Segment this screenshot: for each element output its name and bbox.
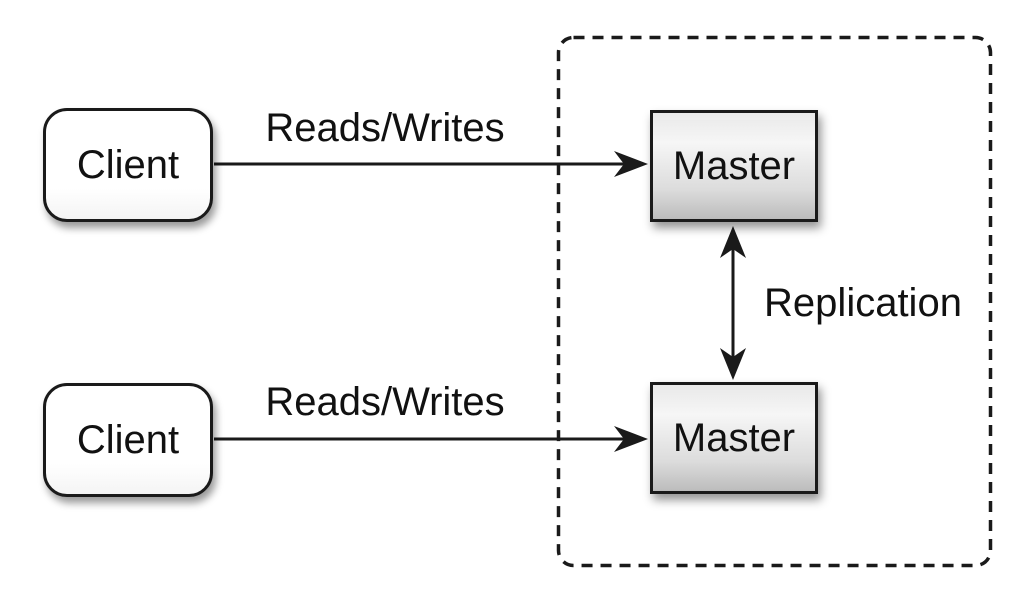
master-node-bottom-label: Master	[672, 415, 796, 460]
edge-label-reads-writes-top: Reads/Writes	[265, 106, 505, 150]
reads-writes-arrow-top	[214, 151, 648, 177]
master-node-bottom: Master	[650, 382, 818, 494]
arrowhead-right-icon	[614, 426, 648, 452]
replication-double-arrow	[720, 226, 746, 380]
reads-writes-arrow-bottom	[214, 426, 648, 452]
arrowhead-down-icon	[720, 348, 746, 380]
master-node-top: Master	[650, 110, 818, 222]
arrowhead-right-icon	[614, 151, 648, 177]
master-node-top-label: Master	[672, 143, 796, 188]
replication-group-boundary	[556, 35, 993, 568]
edge-label-reads-writes-bottom: Reads/Writes	[265, 380, 505, 424]
client-node-bottom-label: Client	[76, 417, 180, 462]
client-node-top: Client	[43, 108, 213, 222]
edge-label-replication: Replication	[764, 281, 962, 325]
client-node-bottom: Client	[43, 383, 213, 497]
client-node-top-label: Client	[76, 142, 180, 187]
arrowhead-up-icon	[720, 226, 746, 258]
